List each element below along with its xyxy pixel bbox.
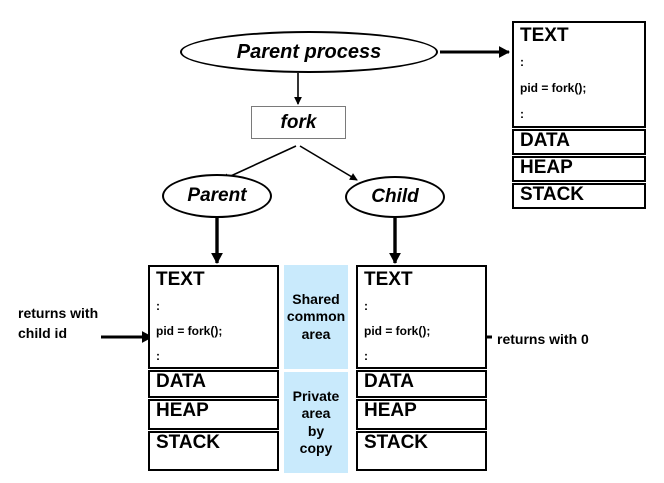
private-area-line-1: Private (292, 387, 340, 404)
private-area-line-2: area (301, 405, 331, 421)
memory-block-parent-process: TEXT : pid = fork(); : DATA HEAP STACK (512, 21, 646, 211)
memory-segment-text-label: TEXT (156, 269, 205, 290)
node-parent-label: Parent (187, 185, 247, 206)
memory-segment-data-label: DATA (364, 371, 414, 392)
shared-area-line-3: area (301, 325, 331, 342)
memory-segment-heap-label: HEAP (156, 400, 209, 421)
annotation-returns-with-zero-label: returns with 0 (497, 331, 589, 347)
memory-segment-heap-label: HEAP (364, 400, 417, 421)
memory-segment-data: DATA (356, 370, 487, 398)
code-dots-bottom: : (156, 348, 160, 363)
memory-segment-text: TEXT : pid = fork(); : (148, 265, 279, 369)
node-parent[interactable]: Parent (162, 174, 272, 218)
private-area-line-4: copy (299, 440, 333, 456)
memory-segment-text-label: TEXT (520, 25, 569, 46)
memory-segment-stack: STACK (356, 431, 487, 471)
code-dots-top: : (364, 298, 368, 313)
memory-segment-data: DATA (512, 129, 646, 155)
memory-segment-stack-label: STACK (156, 432, 221, 453)
memory-segment-data-label: DATA (520, 130, 570, 151)
annotation-returns-with-child-id: returns with child id (18, 303, 98, 344)
memory-segment-data: DATA (148, 370, 279, 398)
code-dots-bottom: : (364, 348, 368, 363)
code-dots-top: : (156, 298, 160, 313)
node-fork[interactable]: fork (251, 106, 346, 139)
memory-block-child: TEXT : pid = fork(); : DATA HEAP STACK (356, 265, 487, 473)
node-child-label: Child (371, 186, 419, 207)
memory-segment-data-label: DATA (156, 371, 206, 392)
code-fork-call: pid = fork(); (364, 323, 431, 338)
node-parent-process[interactable]: Parent process (180, 31, 438, 73)
private-area-by-copy: Private area by copy (284, 372, 348, 473)
node-fork-label: fork (280, 111, 317, 133)
memory-segment-heap: HEAP (148, 399, 279, 430)
memory-segment-heap-label: HEAP (520, 157, 573, 178)
memory-segment-text: TEXT : pid = fork(); : (356, 265, 487, 369)
memory-segment-heap: HEAP (512, 156, 646, 182)
code-fork-call: pid = fork(); (156, 323, 223, 338)
code-dots-top: : (520, 54, 524, 69)
memory-segment-stack: STACK (512, 183, 646, 209)
annotation-returns-with-child-id-line-2: child id (18, 325, 67, 342)
code-fork-call: pid = fork(); (520, 80, 587, 95)
memory-segment-text: TEXT : pid = fork(); : (512, 21, 646, 128)
private-area-line-3: by (307, 422, 325, 439)
code-dots-bottom: : (520, 106, 524, 121)
annotation-returns-with-zero: returns with 0 (497, 329, 589, 349)
memory-segment-heap: HEAP (356, 399, 487, 430)
memory-segment-text-label: TEXT (364, 269, 413, 290)
shared-area-line-1: Shared (292, 290, 340, 307)
node-child[interactable]: Child (345, 176, 445, 218)
node-parent-process-label: Parent process (236, 40, 382, 63)
memory-segment-stack: STACK (148, 431, 279, 471)
memory-segment-stack-label: STACK (364, 432, 429, 453)
memory-block-parent: TEXT : pid = fork(); : DATA HEAP STACK (148, 265, 279, 473)
memory-segment-stack-label: STACK (520, 184, 585, 205)
shared-common-area: Shared common area (284, 265, 348, 369)
shared-area-line-2: common (286, 308, 346, 325)
arrow-fork-to-child (299, 145, 358, 181)
annotation-returns-with-child-id-line-1: returns with (18, 305, 99, 321)
